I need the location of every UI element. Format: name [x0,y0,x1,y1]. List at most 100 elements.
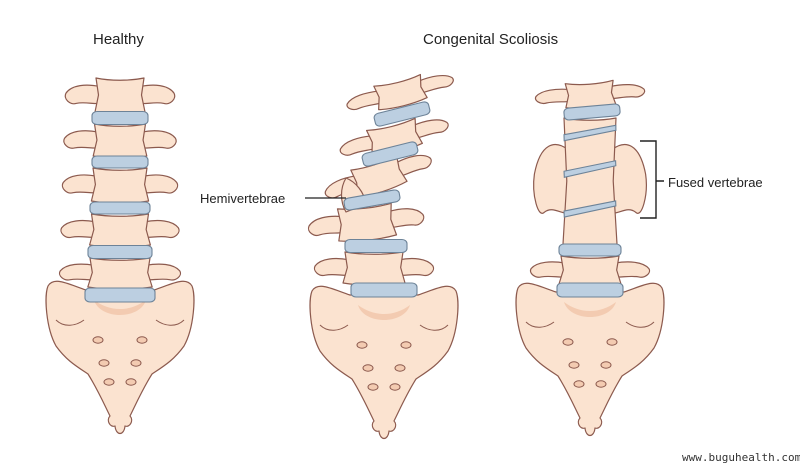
scoliosis-disc-shape [361,141,419,167]
scoliosis-vertebra-right-process [398,257,435,277]
scoliosis-disc [344,238,408,254]
fused-disc-remnant [563,160,617,178]
scoliosis-vertebra-right-process [387,208,425,229]
sacral-foramen [130,359,142,367]
healthy-vertebra-right-process [143,219,180,239]
scoliosis-disc [343,189,401,211]
healthy-vertebra-left-process [63,130,100,149]
fused-spine-disc-shape [558,243,622,257]
fused-spine-disc [563,103,621,121]
healthy-disc-shape [89,201,151,215]
healthy-disc [87,244,153,260]
fused-spine-vertebra [529,255,651,287]
healthy-vertebra [61,167,179,204]
scoliosis-vertebra-right-process [412,119,449,139]
healthy-disc-shape [84,287,156,303]
sacral-foramen [92,336,104,344]
fused-vertebrae-spine [515,79,665,437]
healthy-vertebra [60,213,180,248]
healthy-vertebra-body [90,167,150,204]
sacrum-shading [358,305,410,320]
fused-spine-disc-shape [556,282,624,298]
sacral-foramen [394,364,406,372]
healthy-vertebra-right-process [142,174,179,194]
sacral-foramen [362,364,374,372]
sacrum-pelvis [515,282,665,437]
healthy-vertebra-left-process [60,219,97,239]
scoliosis-vertebra [307,202,425,242]
callout-lines [305,140,664,219]
scoliosis-disc-shape [350,282,418,298]
sacral-foramen [568,361,580,369]
scoliosis-disc-shape [373,101,431,127]
fused-disc-remnant [563,200,617,218]
title-congenital-scoliosis: Congenital Scoliosis [423,31,559,48]
iliac-crest-line [55,319,185,326]
scoliosis-disc-shape [343,189,401,211]
healthy-vertebra-body [92,123,148,159]
healthy-vertebra [63,123,177,159]
healthy-vertebra-body [94,77,146,115]
healthy-vertebra-left-process [64,84,101,105]
scoliosis-vertebra-left-process [307,215,345,236]
healthy-vertebra [64,77,176,115]
sacrum-shading [94,300,146,315]
fused-block-vertebra [533,117,647,247]
sacral-foramen [400,341,412,349]
scoliosis-vertebra [313,251,435,286]
scoliosis-disc [373,101,431,127]
sacral-foramen [562,338,574,346]
fused-vertebrae-bracket [640,140,664,219]
sacral-foramen [389,383,401,391]
healthy-disc-shape [91,155,149,169]
sacral-foramen [600,361,612,369]
fused-spine-vertebra-left-process [534,88,572,104]
healthy-vertebra-body [89,213,151,248]
healthy-vertebra-body [87,257,153,290]
fused-spine-disc [558,243,622,257]
sacrum-pelvis [45,280,195,435]
fused-block-vertebra-right-process [611,144,647,214]
fused-spine-vertebra [534,79,646,110]
title-healthy: Healthy [93,31,144,48]
scoliosis-vertebra-left-process [313,257,350,277]
scoliosis-vertebra-body [373,73,428,111]
sacral-foramen [573,380,585,388]
fused-disc-remnant [563,124,617,142]
sacral-foramen [606,338,618,346]
fused-spine-vertebra-left-process [529,261,566,278]
scoliosis-disc-shape [344,238,408,254]
sacral-foramen [367,383,379,391]
sacral-foramen [125,378,137,386]
sacrum-shading [564,302,616,317]
healthy-vertebra-right-process [140,130,177,149]
healthy-vertebra [58,257,182,290]
fused-spine-disc-shape [563,103,621,121]
healthy-vertebra-left-process [58,263,95,281]
scoliosis-vertebra [346,73,454,111]
scoliosis-vertebra-left-process [346,90,383,111]
healthy-vertebra-right-process [145,263,182,281]
fused-spine-disc [556,282,624,298]
sacral-foramen [136,336,148,344]
scoliosis-disc [361,141,419,167]
fused-spine-vertebra-right-process [614,261,651,278]
healthy-spine [45,77,195,435]
scoliosis-vertebra-body [342,251,406,286]
sacrum-pelvis [309,285,459,440]
healthy-disc [84,287,156,303]
iliac-crest-line [319,324,449,331]
label-hemivertebrae: Hemivertebrae [200,191,286,206]
healthy-vertebra-left-process [61,174,98,194]
scoliosis-vertebra-left-process [339,135,376,156]
fused-block-vertebra-left-process [533,144,569,214]
fused-spine-vertebra-body [558,255,622,287]
watermark-text: www.buguhealth.com [682,451,800,464]
iliac-crest-line [525,321,655,328]
sacral-foramen [103,378,115,386]
scoliosis-disc [350,282,418,298]
healthy-disc [91,155,149,169]
sacral-foramen [356,341,368,349]
label-fused-vertebrae: Fused vertebrae [668,175,763,190]
